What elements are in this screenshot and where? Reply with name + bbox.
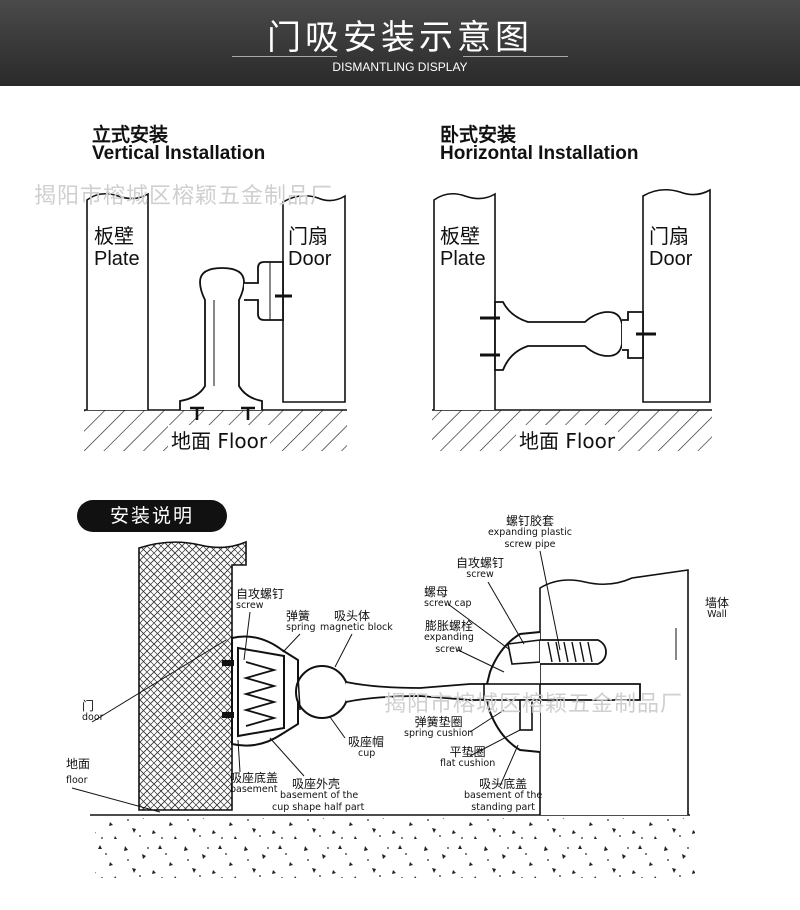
label-cup-half-part: 吸座外壳 basement of the cup shape half part [272, 777, 365, 813]
label-plastic-screw-pipe: 螺钉胶套 expanding plastic screw pipe [488, 514, 572, 550]
vertical-plate [86, 192, 149, 410]
label-basement: 吸座底盖 basement [230, 771, 279, 795]
header-banner: 门吸安装示意图 DISMANTLING DISPLAY [0, 0, 800, 86]
label-floor: 地面 floor [66, 757, 91, 786]
label-flat-cushion: 平垫圈 flat cushion [440, 745, 496, 769]
vertical-door-label-zh: 门扇 [288, 224, 328, 248]
watermark-bottom: 揭阳市榕城区榕颖五金制品厂 [384, 692, 684, 717]
expanding-bolt [483, 683, 541, 701]
label-spring-cushion: 弹簧垫圈 spring cushion [404, 715, 474, 739]
horizontal-title-zh: 卧式安装 [440, 124, 517, 146]
horizontal-plate-label-zh: 板壁 [440, 224, 480, 248]
section-door [138, 540, 247, 811]
label-cup: 吸座帽 cup [348, 735, 385, 759]
vertical-floor-label: 地面 Floor [168, 425, 271, 454]
horizontal-door-stop [494, 301, 623, 371]
title-divider-left [232, 56, 337, 57]
watermark-top: 揭阳市榕城区榕颖五金制品厂 [34, 184, 334, 209]
label-standing-base: 吸头底盖 basement of the standing part [464, 777, 543, 813]
label-screw-cap: 螺母 screw cap [424, 585, 472, 609]
magnetic-ball [295, 665, 349, 719]
label-wall: 墙体 Wall [705, 596, 730, 620]
label-spring: 弹簧 spring [286, 609, 316, 633]
horizontal-floor-label: 地面 Floor [516, 425, 619, 454]
horizontal-door-label-en: Door [649, 248, 693, 270]
vertical-plate-label-zh: 板壁 [94, 224, 134, 248]
cup-spring [242, 661, 278, 727]
page-title: 门吸安装示意图 [267, 18, 533, 58]
horizontal-installation-graphic [432, 188, 712, 451]
cross-section-graphic [71, 540, 695, 878]
vertical-door-stop [179, 267, 263, 410]
label-magnetic-block: 吸头体 magnetic block [320, 609, 393, 633]
vertical-title-en: Vertical Installation [92, 143, 266, 164]
horizontal-plate-label-en: Plate [440, 248, 486, 270]
vertical-door [282, 194, 346, 403]
horizontal-door-label-zh: 门扇 [649, 224, 689, 248]
vertical-door-catch [244, 261, 284, 321]
instructions-title: 安装说明 [77, 500, 227, 532]
horizontal-plate [433, 192, 496, 410]
label-expanding-screw: 膨胀螺栓 expanding screw [424, 619, 474, 655]
vertical-title-zh: 立式安装 [92, 124, 169, 146]
label-door: 门 door [82, 699, 104, 723]
horizontal-door [642, 188, 711, 403]
ground-texture [95, 818, 695, 878]
page-subtitle: DISMANTLING DISPLAY [332, 60, 468, 74]
title-divider-right [463, 56, 568, 57]
label-screw-right: 自攻螺钉 screw [456, 556, 505, 580]
label-screw-left: 自攻螺钉 screw [236, 587, 285, 611]
vertical-plate-label-en: Plate [94, 248, 140, 270]
horizontal-title-en: Horizontal Installation [440, 143, 639, 164]
vertical-door-label-en: Door [288, 248, 332, 270]
